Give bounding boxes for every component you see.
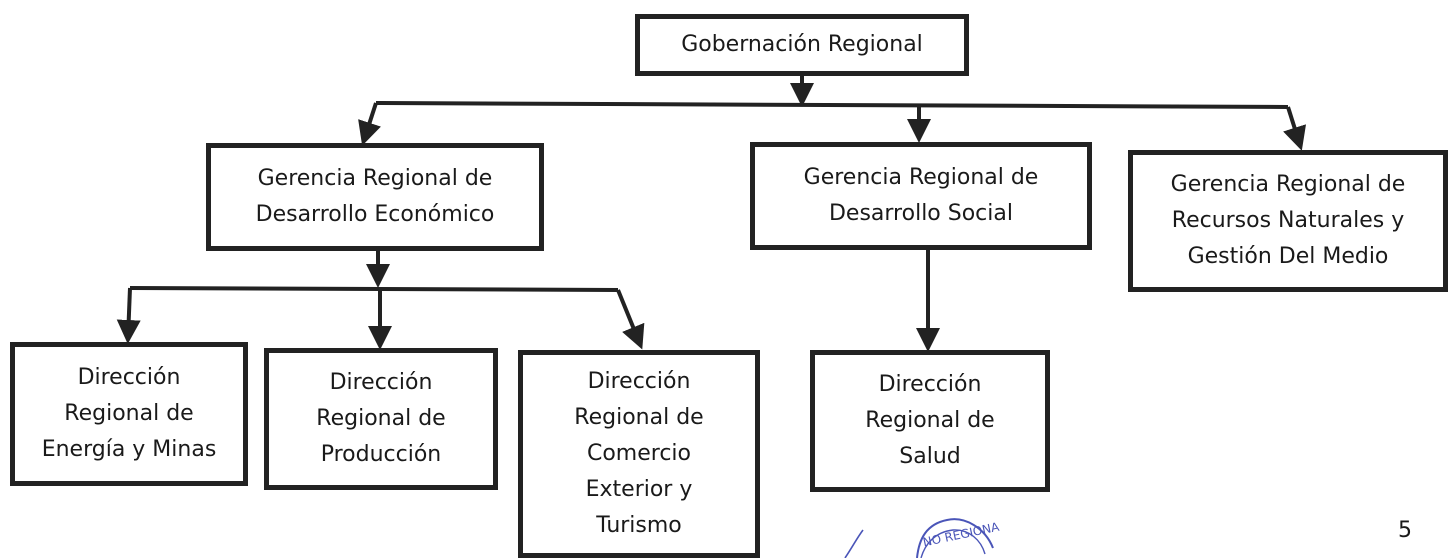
node-direccion-energia-minas: Dirección Regional de Energía y Minas — [10, 342, 248, 486]
economic-subbus — [129, 286, 619, 292]
node-gerencia-desarrollo-social: Gerencia Regional de Desarrollo Social — [750, 142, 1092, 250]
official-stamp: NO REGIONA — [844, 518, 1001, 558]
node-direccion-comercio-turismo: Dirección Regional de Comercio Exterior … — [518, 350, 760, 558]
node-direccion-salud: Dirección Regional de Salud — [810, 350, 1050, 492]
node-direccion-produccion: Dirección Regional de Producción — [264, 348, 498, 490]
stamp-text: NO REGIONA — [922, 519, 1002, 549]
page-number: 5 — [1398, 518, 1412, 543]
arrow-to-natural — [1283, 106, 1307, 151]
node-gerencia-desarrollo-economico: Gerencia Regional de Desarrollo Económic… — [206, 143, 544, 251]
node-gerencia-recursos-naturales: Gerencia Regional de Recursos Naturales … — [1128, 150, 1448, 292]
node-gobernacion-regional: Gobernación Regional — [635, 14, 969, 76]
arrow-to-commerce — [616, 289, 645, 350]
arrow-to-economic — [358, 102, 381, 146]
main-bus — [375, 101, 1289, 109]
arrow-to-energy — [116, 287, 141, 344]
